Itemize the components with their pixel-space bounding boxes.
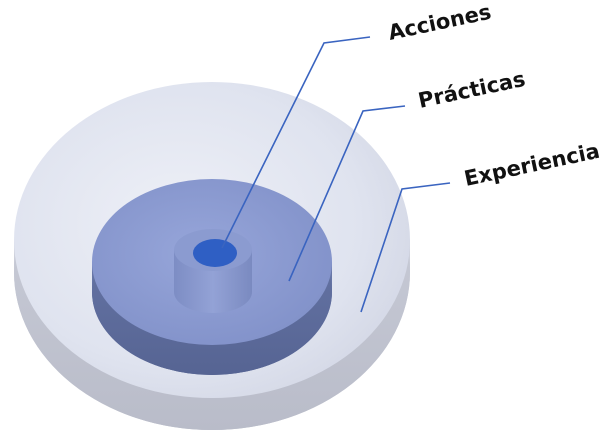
inner-cylinder-acciones	[174, 229, 252, 313]
inner-core	[193, 239, 237, 267]
label-acciones: Acciones	[386, 0, 493, 45]
label-practicas: Prácticas	[416, 67, 527, 113]
label-experiencia: Experiencia	[462, 139, 602, 191]
